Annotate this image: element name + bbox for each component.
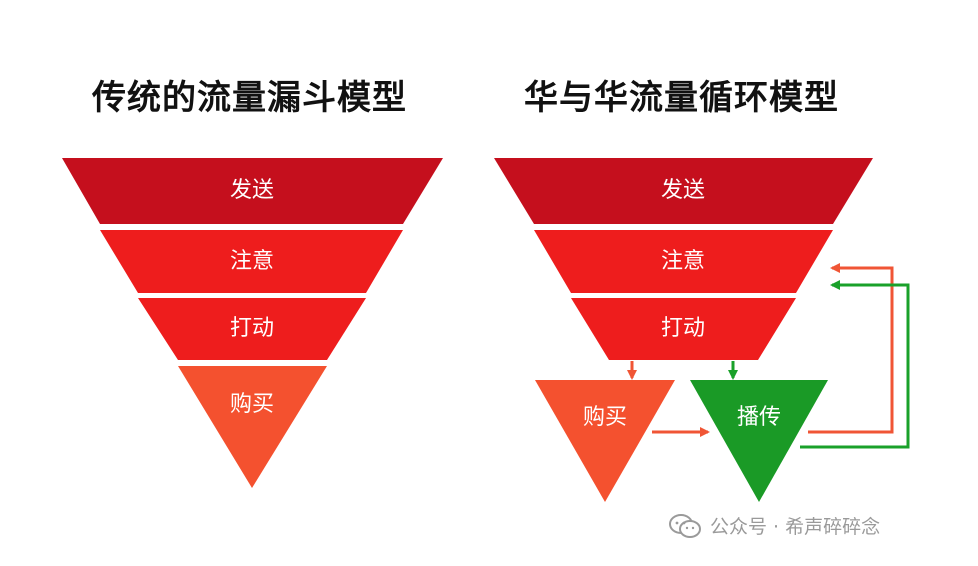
right-funnel: 发送 注意 打动 购买 播传 — [494, 158, 910, 502]
left-model-title: 传统的流量漏斗模型 — [92, 78, 407, 118]
right-stage-attention-label: 注意 — [661, 249, 705, 274]
right-stage-move — [571, 298, 796, 360]
left-stage-move-label: 打动 — [230, 316, 274, 341]
loop-arrow-green — [800, 280, 910, 449]
left-stage-buy — [178, 366, 327, 488]
right-buy-label: 购买 — [583, 405, 627, 430]
right-stage-attention — [534, 230, 833, 293]
left-stage-send — [62, 158, 443, 224]
left-stage-attention-label: 注意 — [230, 249, 274, 274]
right-buy-triangle — [535, 380, 675, 502]
right-stage-send-label: 发送 — [661, 178, 705, 203]
right-spread-triangle — [690, 380, 828, 502]
left-stage-buy-label: 购买 — [230, 392, 274, 417]
left-stage-move — [138, 298, 366, 360]
watermark-text: 公众号 · 希声碎碎念 — [710, 516, 881, 538]
wechat-icon — [668, 513, 702, 539]
watermark: 公众号 · 希声碎碎念 — [668, 512, 880, 539]
left-stage-send-label: 发送 — [230, 178, 274, 203]
right-model-title: 华与华流量循环模型 — [524, 78, 839, 118]
right-spread-label: 播传 — [737, 405, 781, 430]
right-stage-send — [494, 158, 873, 224]
left-stage-attention — [100, 230, 403, 293]
right-stage-move-label: 打动 — [661, 316, 705, 341]
loop-arrow-orange — [808, 263, 894, 434]
left-funnel: 发送 注意 打动 购买 — [62, 158, 443, 488]
